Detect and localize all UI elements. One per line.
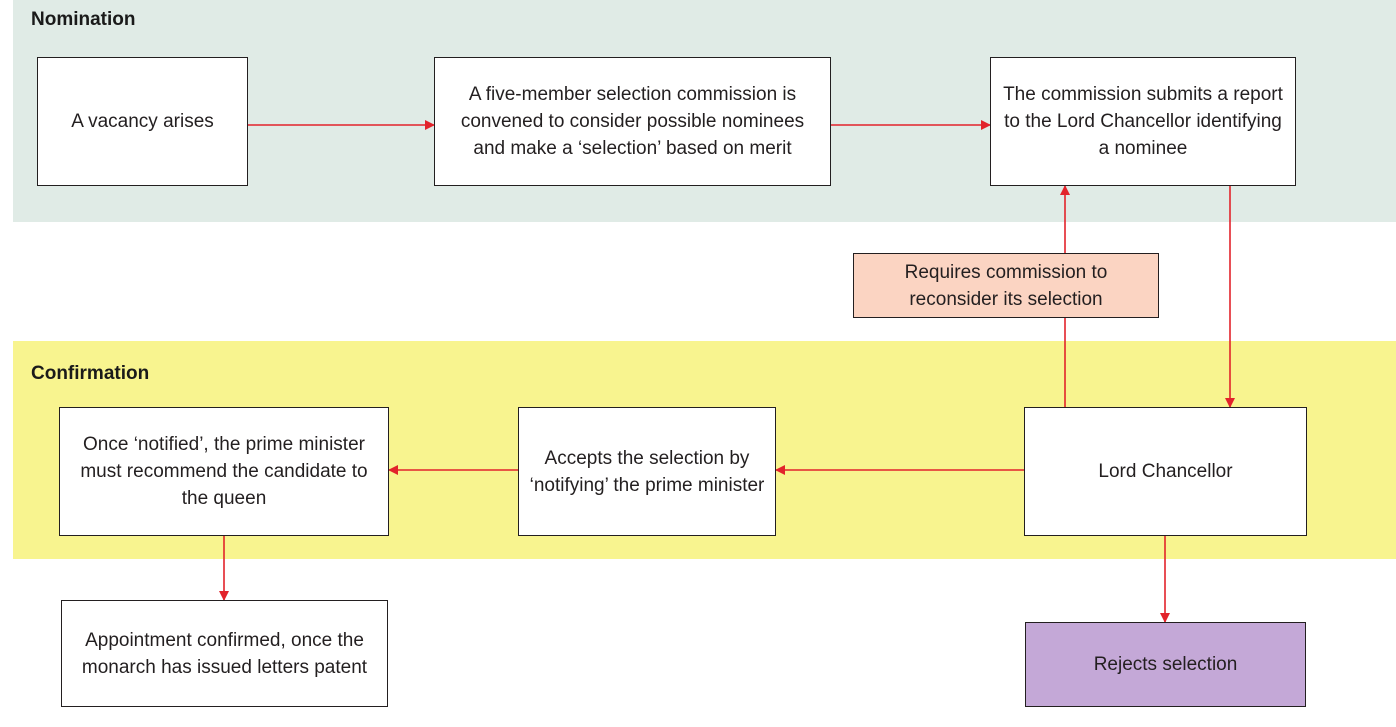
nomination-title: Nomination (31, 9, 136, 30)
box-vacancy: A vacancy arises (37, 57, 248, 186)
box-reconsider: Requires commission to reconsider its se… (853, 253, 1159, 318)
box-commission: A five-member selection commission is co… (434, 57, 831, 186)
box-lord-chancellor: Lord Chancellor (1024, 407, 1307, 536)
box-prime-minister: Once ‘notified’, the prime minister must… (59, 407, 389, 536)
box-rejects: Rejects selection (1025, 622, 1306, 707)
box-report: The commission submits a report to the L… (990, 57, 1296, 186)
box-accepts: Accepts the selection by ‘notifying’ the… (518, 407, 776, 536)
confirmation-title: Confirmation (31, 363, 150, 384)
box-confirmed: Appointment confirmed, once the monarch … (61, 600, 388, 707)
